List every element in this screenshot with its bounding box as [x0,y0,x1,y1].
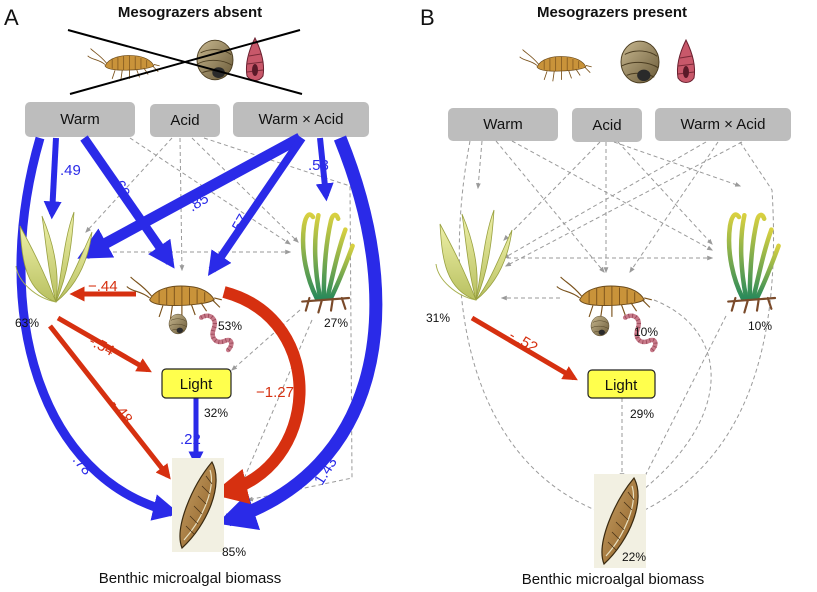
panel-a: A Mesograzers absent Warm Acid Warm × Ac… [4,4,383,587]
predictor-box-warm-x-acid: Warm × Acid [233,102,369,137]
ulva-icon [435,209,513,301]
panel-b: B Mesograzers present Warm Acid Warm × A… [420,4,791,588]
predictor-label-warm-x-acid: Warm × Acid [259,111,344,128]
light-label-b: Light [605,377,638,394]
path-warm-grazers [80,135,175,269]
path-wxa-microalgae [216,135,383,530]
path-ulva-light [56,315,152,373]
r2-light-a: 32% [204,406,228,420]
seagrass-icon [728,215,778,313]
predictor-label-warm-b: Warm [483,116,522,133]
predictor-box-warm-x-acid-b: Warm × Acid [655,108,791,141]
coef-ulva-light-b: - .52 [506,327,540,357]
path-warm-microalgae [16,136,180,521]
r2-ulva-a: 63% [15,316,39,330]
path-grazers-microalgae [211,286,306,505]
cross-out-line-2 [69,29,301,95]
cone-snail-icon [676,39,696,83]
path-wxa-ulva [77,133,303,259]
panel-a-letter: A [4,5,19,30]
r2-light-b: 29% [630,407,654,421]
predictor-box-acid: Acid [150,104,220,137]
panel-b-title: Mesograzers present [537,4,687,21]
light-label-a: Light [180,376,213,393]
r2-grazers-a: 53% [218,319,242,333]
r2-seagrass-b: 10% [748,319,772,333]
predictor-box-warm-b: Warm [448,108,558,141]
predictor-box-acid-b: Acid [572,108,642,142]
path-wxa-grazers [207,135,306,276]
nonsig-paths-b [458,140,774,517]
r2-ulva-b: 31% [426,311,450,325]
diatom-icon [171,457,225,553]
coef-grazers-ulva: −.44 [88,278,118,295]
path-ulva-microalgae [48,324,171,480]
amphipod-icon [87,48,161,81]
coef-wxa-seagrass: .53 [308,157,329,174]
predictor-label-warm: Warm [60,111,99,128]
bottom-label-a: Benthic microalgal biomass [99,570,282,587]
r2-seagrass-a: 27% [324,316,348,330]
path-ulva-light-b [470,315,578,381]
snail-icon [620,40,660,84]
amphipod-icon [519,49,593,82]
bottom-label-b: Benthic microalgal biomass [522,571,705,588]
panel-a-title: Mesograzers absent [118,4,262,21]
negative-paths-a [48,286,306,505]
coef-light-microalgae: .22 [180,431,201,448]
snail-icon [590,315,610,337]
amphipod-icon [556,276,653,320]
coef-grazers-microalgae: −1.27 [256,384,294,401]
predictor-label-acid-b: Acid [592,117,621,134]
path-wxa-seagrass [315,137,334,202]
r2-microalgae-a: 85% [222,545,246,559]
amphipod-icon [126,276,223,320]
light-node-b: Light [587,369,656,399]
predictor-label-acid: Acid [170,112,199,129]
snail-icon [168,313,188,335]
coef-warm-microalgae: .78 [69,452,95,479]
coef-warm-ulva: .49 [60,162,81,179]
seagrass-icon [302,215,352,313]
path-warm-ulva [43,137,62,220]
light-node-a: Light [161,368,232,399]
r2-grazers-b: 10% [634,325,658,339]
predictor-label-warm-x-acid-b: Warm × Acid [681,116,766,133]
panel-b-letter: B [420,5,435,30]
r2-microalgae-b: 22% [622,550,646,564]
positive-paths-a [16,133,383,530]
predictor-box-warm: Warm [25,102,135,137]
